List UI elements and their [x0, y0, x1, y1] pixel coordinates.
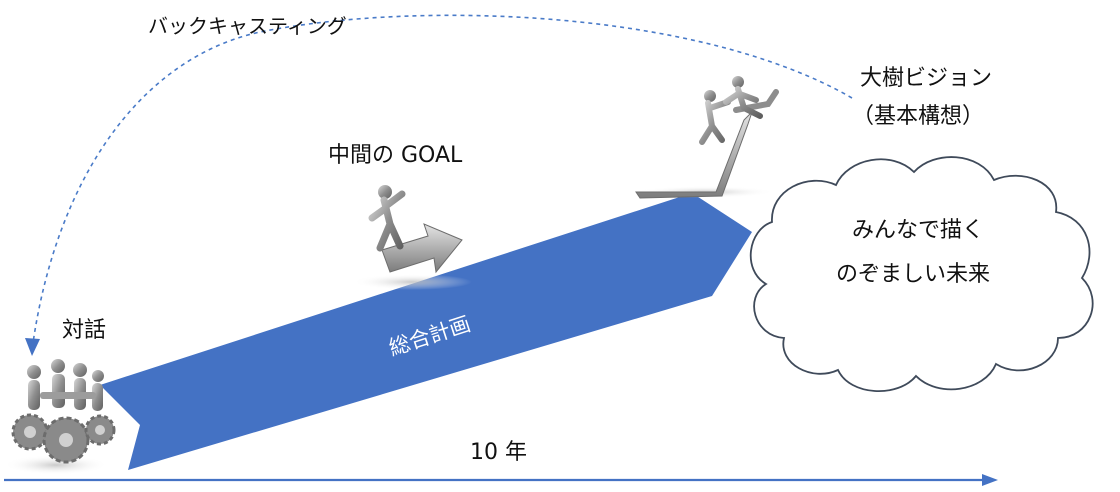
dialogue-figures-illustration [4, 359, 116, 475]
dialogue-label: 対話 [62, 318, 107, 343]
midpoint-goal-illustration [352, 185, 472, 290]
vision-subtitle: （基本構想） [852, 104, 985, 129]
timeline-label: 10 年 [470, 440, 527, 465]
timeline-arrowhead [982, 474, 998, 486]
backcasting-curve [31, 14, 853, 351]
midpoint-goal-label: 中間の GOAL [328, 143, 463, 168]
future-cloud-shape [749, 156, 1094, 393]
vision-title: 大樹ビジョン [860, 66, 993, 91]
vision-illustration [635, 76, 779, 199]
future-cloud-line2: のぞましい未来 [836, 262, 991, 287]
future-cloud-line1: みんなで描く [852, 218, 985, 243]
backcasting-label: バックキャスティング [148, 14, 347, 38]
plan-arrow-shape [100, 193, 752, 470]
backcasting-arrowhead [25, 338, 40, 356]
